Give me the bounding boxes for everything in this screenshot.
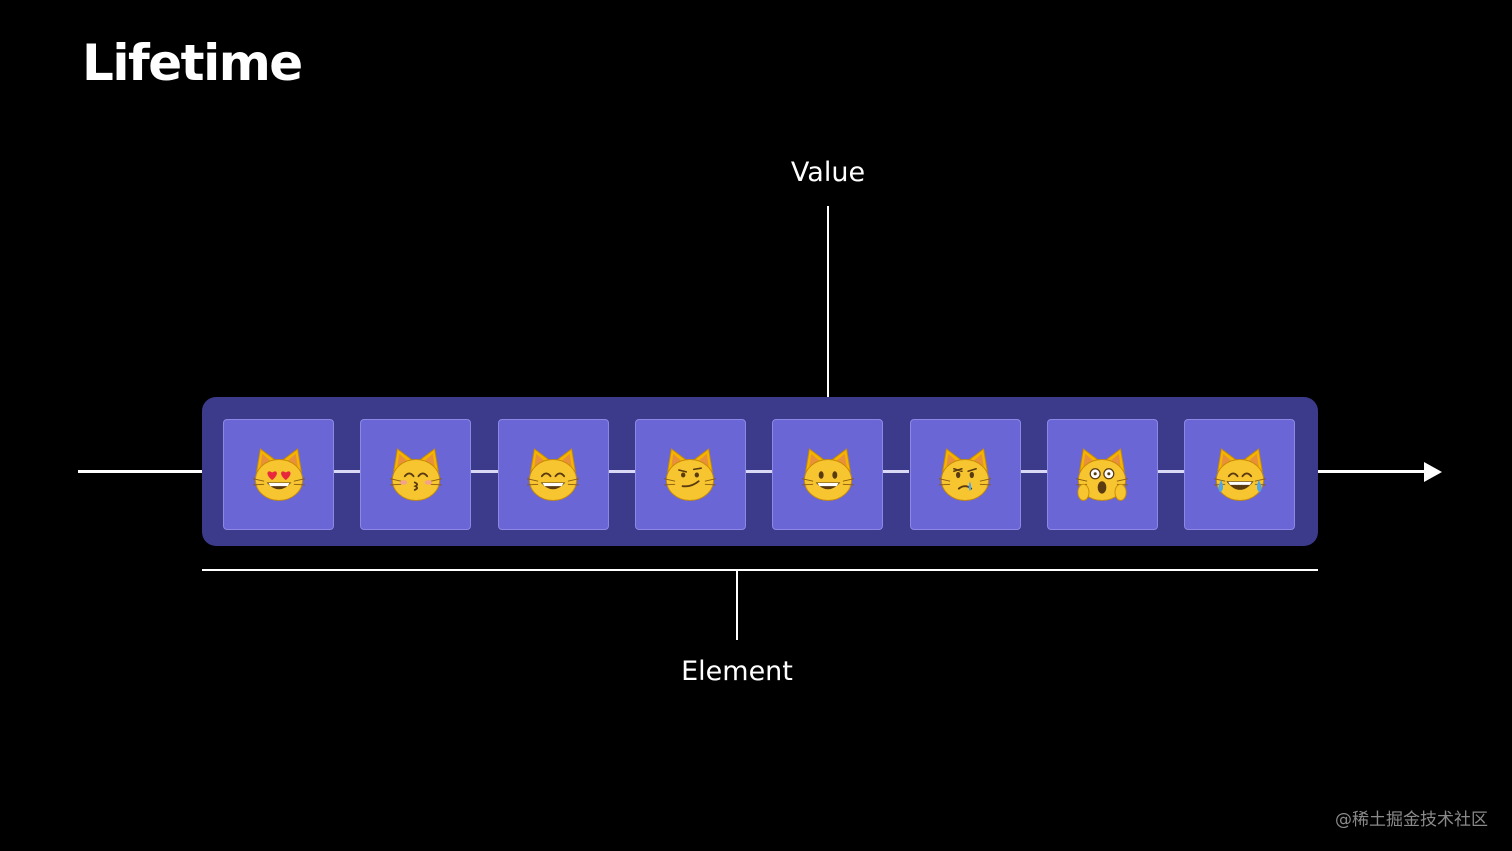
sequence-connector (745, 470, 773, 473)
timeline-line-left (78, 470, 224, 473)
element-label: Element (681, 656, 793, 687)
sequence-connector (1157, 470, 1185, 473)
cat-tears-of-joy-icon (1213, 447, 1266, 501)
cat-grinning-smiling-eyes-icon (526, 447, 580, 501)
cat-kissing-icon (389, 447, 442, 501)
sequence-item (634, 419, 746, 530)
sequence-item (1184, 419, 1296, 530)
cat-heart-eyes-icon (252, 447, 305, 501)
element-pointer-line (736, 570, 738, 640)
sequence-connector (883, 470, 910, 473)
cat-wry-smile-icon (664, 447, 717, 501)
cat-weary-icon (1076, 447, 1129, 501)
sequence-item (772, 419, 884, 530)
sequence-item (1046, 419, 1158, 530)
timeline-line-right (1296, 470, 1426, 473)
sequence-item (497, 419, 609, 530)
sequence-connector (1020, 470, 1047, 473)
value-pointer-line (827, 206, 829, 406)
sequence-connector (608, 470, 635, 473)
sequence-item (360, 419, 472, 530)
sequence-item (909, 419, 1021, 530)
sequence-connector (471, 470, 498, 473)
sequence-item (223, 419, 334, 530)
timeline-arrow-head-icon (1424, 462, 1442, 482)
cat-crying-icon (938, 447, 992, 501)
sequence-connector (334, 470, 361, 473)
value-sequence (202, 397, 1318, 546)
value-label: Value (790, 157, 866, 188)
cat-grinning-icon (801, 447, 854, 501)
watermark: @稀土掘金技术社区 (1335, 810, 1488, 830)
element-bracket-line (202, 569, 1318, 571)
slide-title: Lifetime (82, 34, 303, 92)
